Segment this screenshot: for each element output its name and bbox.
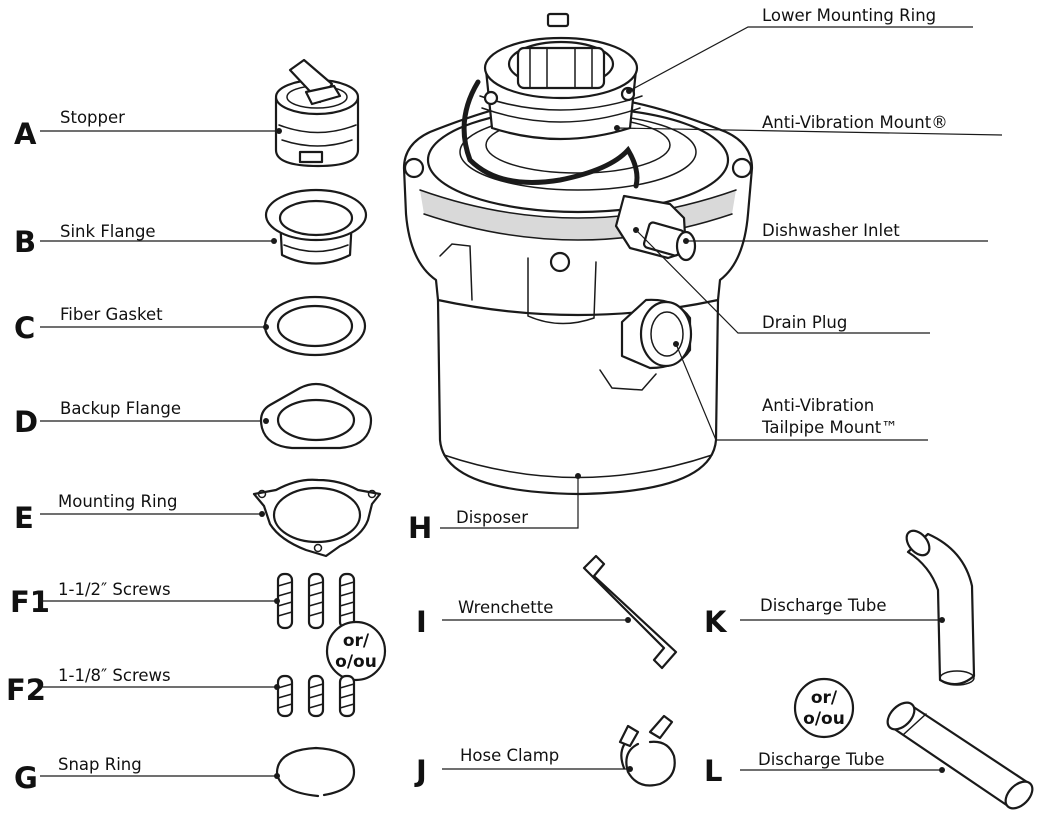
part-a: A Stopper (14, 58, 360, 168)
part-k-letter: K (704, 605, 728, 639)
or-badge-2-line2: o/ou (803, 709, 845, 729)
part-e: E Mounting Ring (14, 478, 382, 558)
mounting-ring-drawing (252, 478, 382, 558)
part-i-label: Wrenchette (458, 598, 553, 617)
backup-flange-drawing (259, 382, 373, 450)
part-h-leader (440, 476, 579, 529)
part-d-label: Backup Flange (60, 399, 181, 418)
part-h-label: Disposer (456, 508, 528, 527)
callout-lower-mounting-ring: Lower Mounting Ring (626, 6, 973, 94)
callout-dishwasher-inlet: Dishwasher Inlet (683, 221, 988, 244)
part-e-letter: E (14, 501, 34, 535)
part-b: B Sink Flange (14, 188, 368, 265)
or-badge-1: or/ o/ou (325, 620, 387, 682)
short-screws-drawing (274, 674, 356, 718)
part-c-label: Fiber Gasket (60, 305, 163, 324)
callout-tailpipe-mount-label-2: Tailpipe Mount™ (761, 418, 898, 437)
part-l-label: Discharge Tube (758, 750, 885, 769)
part-i-letter: I (416, 605, 427, 639)
part-k: K Discharge Tube (704, 529, 976, 686)
part-b-letter: B (14, 225, 36, 259)
part-h-letter: H (408, 511, 432, 545)
wrenchette-drawing (582, 554, 678, 670)
part-a-letter: A (14, 117, 37, 151)
callout-anti-vibration-mount: Anti-Vibration Mount® (614, 113, 1003, 136)
part-j-label: Hose Clamp (460, 746, 559, 765)
part-c: C Fiber Gasket (14, 295, 367, 357)
long-screws-drawing (274, 572, 356, 630)
fiber-gasket-drawing (263, 295, 367, 357)
part-d-letter: D (14, 405, 38, 439)
callout-anti-vibration-mount-label: Anti-Vibration Mount® (762, 113, 948, 132)
part-f2-label: 1-1/8″ Screws (58, 666, 171, 685)
part-j-letter: J (414, 754, 427, 788)
or-badge-2-line1: or/ (811, 688, 838, 708)
part-f1-letter: F1 (10, 585, 50, 619)
hose-clamp-drawing (618, 714, 676, 787)
discharge-tube-straight-drawing (886, 701, 1034, 810)
part-f1: F1 1-1/2″ Screws (10, 572, 356, 630)
part-b-label: Sink Flange (60, 222, 156, 241)
part-g-label: Snap Ring (58, 755, 142, 774)
part-g-letter: G (14, 761, 38, 795)
or-badge-1-line1: or/ (343, 631, 370, 651)
callout-drain-plug-label: Drain Plug (762, 313, 847, 332)
sink-flange-drawing (264, 188, 368, 265)
part-l: L Discharge Tube (704, 701, 1034, 810)
part-d: D Backup Flange (14, 382, 373, 450)
part-j: J Hose Clamp (414, 714, 676, 788)
part-h: H Disposer (408, 476, 579, 545)
discharge-tube-elbow-drawing (905, 529, 976, 686)
part-f2-letter: F2 (6, 673, 46, 707)
snap-ring-drawing (274, 746, 356, 798)
part-i: I Wrenchette (416, 554, 678, 670)
part-f1-label: 1-1/2″ Screws (58, 580, 171, 599)
callout-dishwasher-inlet-label: Dishwasher Inlet (762, 221, 900, 240)
stopper-drawing (274, 58, 360, 168)
part-c-letter: C (14, 311, 35, 345)
part-k-label: Discharge Tube (760, 596, 887, 615)
part-a-label: Stopper (60, 108, 125, 127)
callout-tailpipe-mount: Anti-Vibration Tailpipe Mount™ (673, 341, 928, 441)
callout-tailpipe-mount-label-1: Anti-Vibration (762, 396, 874, 415)
part-f2: F2 1-1/8″ Screws (6, 666, 356, 718)
part-e-label: Mounting Ring (58, 492, 177, 511)
callout-drain-plug: Drain Plug (633, 227, 930, 334)
callout-lower-mounting-ring-label: Lower Mounting Ring (762, 6, 936, 25)
or-badge-2: or/ o/ou (793, 677, 855, 739)
part-l-letter: L (704, 754, 722, 788)
or-badge-1-line2: o/ou (335, 652, 377, 672)
disposer-drawing (402, 12, 754, 496)
part-g: G Snap Ring (14, 746, 356, 798)
